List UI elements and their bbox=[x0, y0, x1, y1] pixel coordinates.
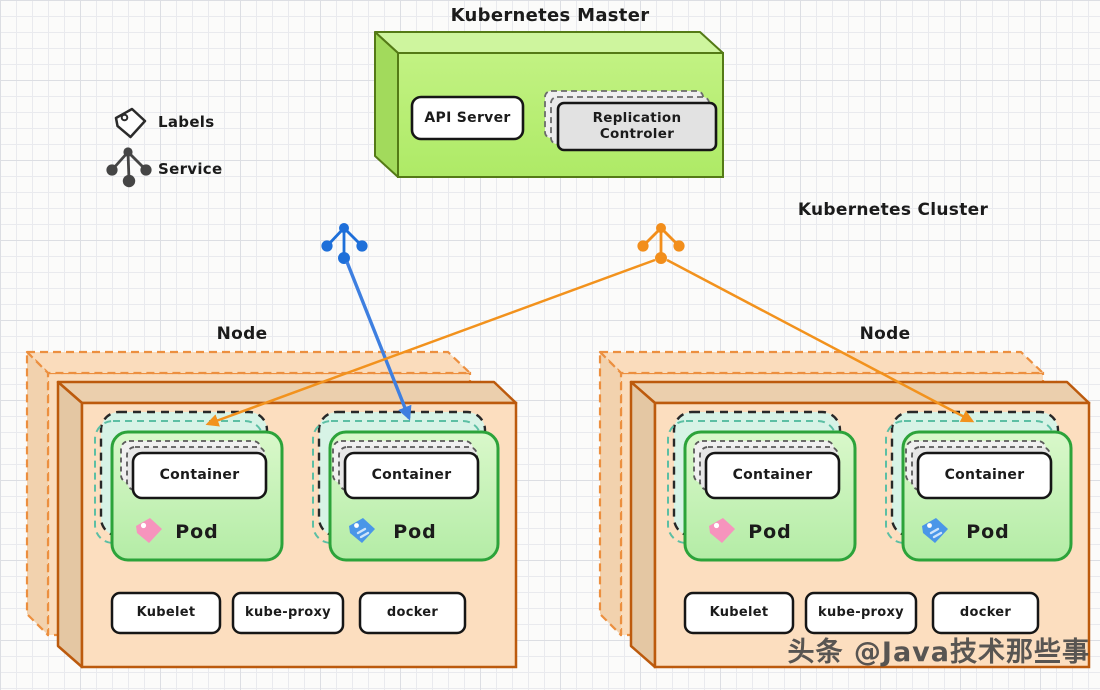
docker-box-label: docker bbox=[386, 605, 439, 621]
docker-box-label: docker bbox=[959, 605, 1012, 621]
blue-service-arrow bbox=[345, 261, 412, 421]
pod-label: Pod bbox=[966, 520, 1010, 543]
service-tree-icon bbox=[106, 147, 152, 188]
kube-proxy-box-label: kube-proxy bbox=[818, 605, 904, 621]
container-label: Container bbox=[732, 467, 813, 484]
service-tree-icon-orange bbox=[637, 223, 685, 264]
pod-label: Pod bbox=[748, 520, 792, 543]
node-2-label: Node bbox=[859, 323, 911, 344]
kubelet-box-label: Kubelet bbox=[136, 605, 196, 621]
container-label: Container bbox=[371, 467, 452, 484]
kubernetes-master-box bbox=[374, 31, 724, 178]
kubelet-box-label: Kubelet bbox=[709, 605, 769, 621]
tag-icon bbox=[114, 107, 147, 139]
api-server-box bbox=[410, 95, 525, 141]
service-tree-icon-blue bbox=[321, 223, 368, 264]
cluster-label: Kubernetes Cluster bbox=[797, 199, 989, 220]
orange-service-arrow-right bbox=[666, 258, 975, 423]
api-server-label: API Server bbox=[424, 109, 511, 126]
replication-controller-label: Replication Controler bbox=[592, 109, 682, 142]
kube-proxy-box-label: kube-proxy bbox=[245, 605, 331, 621]
watermark-text: 头条 @Java技术那些事 bbox=[787, 636, 1090, 668]
master-title: Kubernetes Master bbox=[450, 5, 650, 27]
replication-controller-stack bbox=[544, 90, 718, 152]
legend-labels-text: Labels bbox=[158, 113, 215, 131]
container-label: Container bbox=[944, 467, 1025, 484]
node-1-label: Node bbox=[216, 323, 268, 344]
pod-label: Pod bbox=[175, 520, 219, 543]
orange-service-arrow-left bbox=[205, 258, 656, 427]
legend-service-text: Service bbox=[158, 160, 223, 178]
pod-label: Pod bbox=[393, 520, 437, 543]
container-label: Container bbox=[159, 467, 240, 484]
